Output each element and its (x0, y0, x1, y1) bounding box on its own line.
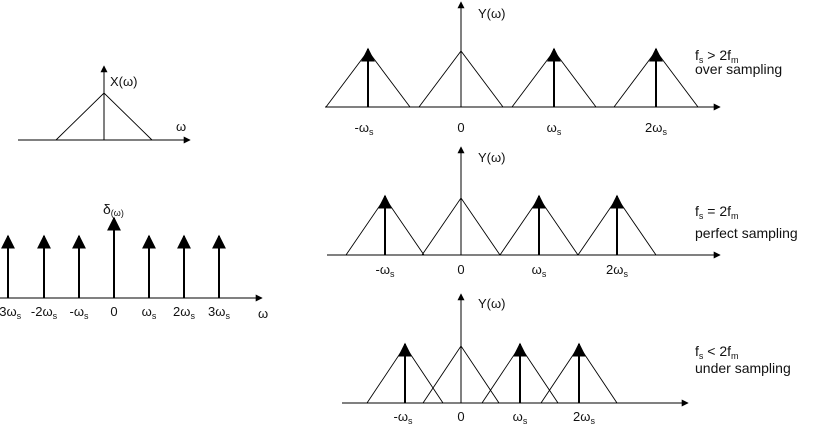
panel-tick-label: 0 (457, 120, 464, 135)
panel-tick-label: 2ωs (645, 120, 667, 137)
sampling-caption: perfect sampling (695, 225, 798, 241)
panel-tick-label: -ωs (376, 262, 395, 279)
panel-y-label: Y(ω) (478, 6, 505, 21)
panel-tick-label: ωs (513, 409, 528, 424)
panel-tick-label: 0 (457, 409, 464, 424)
sampling-condition: fs < 2fm (695, 343, 739, 361)
comb-tick-label: -3ωs (0, 304, 22, 321)
comb-tick-label: 0 (110, 304, 117, 319)
panel-tick-label: -ωs (355, 120, 374, 137)
replica-triangle (418, 50, 504, 108)
comb-label: δ(ω) (103, 201, 124, 218)
spectrum-label: X(ω) (110, 74, 137, 89)
sampling-condition: fs > 2fm (695, 47, 739, 65)
panel-tick-label: ωs (532, 262, 547, 279)
spectrum-axis-label: ω (176, 119, 186, 134)
panel-tick-label: 0 (457, 262, 464, 277)
spectrum-plot: X(ω) ω (18, 65, 191, 144)
sampling-caption: over sampling (695, 61, 782, 77)
panel-y-label: Y(ω) (478, 150, 505, 165)
spectrum-triangle (55, 92, 153, 141)
replica-triangle (422, 345, 500, 404)
panel-tick-label: -ωs (394, 409, 413, 424)
comb-axis-label: ω (258, 306, 268, 321)
panel-tick-label: 2ωs (573, 409, 595, 424)
sampling-condition: fs = 2fm (695, 203, 739, 221)
comb-tick-label: -2ωs (31, 304, 58, 321)
panel-y-label: Y(ω) (478, 296, 505, 311)
comb-tick-label: -ωs (70, 304, 89, 321)
replica-triangle (421, 197, 501, 256)
panel-tick-label: ωs (547, 120, 562, 137)
comb-tick-label: 2ωs (173, 304, 195, 321)
sampled-panel: Y(ω) -ωs 0 ωs 2ωs fs = 2fm perfect sampling (327, 146, 798, 279)
comb-tick-label: ωs (142, 304, 157, 321)
comb-tick-label: 3ωs (208, 304, 230, 321)
sampling-caption: under sampling (695, 360, 791, 376)
panel-tick-label: 2ωs (606, 262, 628, 279)
impulse-train-plot: δ(ω) ω -3ωs -2ωs -ωs 0 ωs 2ωs 3ωs (0, 201, 268, 321)
